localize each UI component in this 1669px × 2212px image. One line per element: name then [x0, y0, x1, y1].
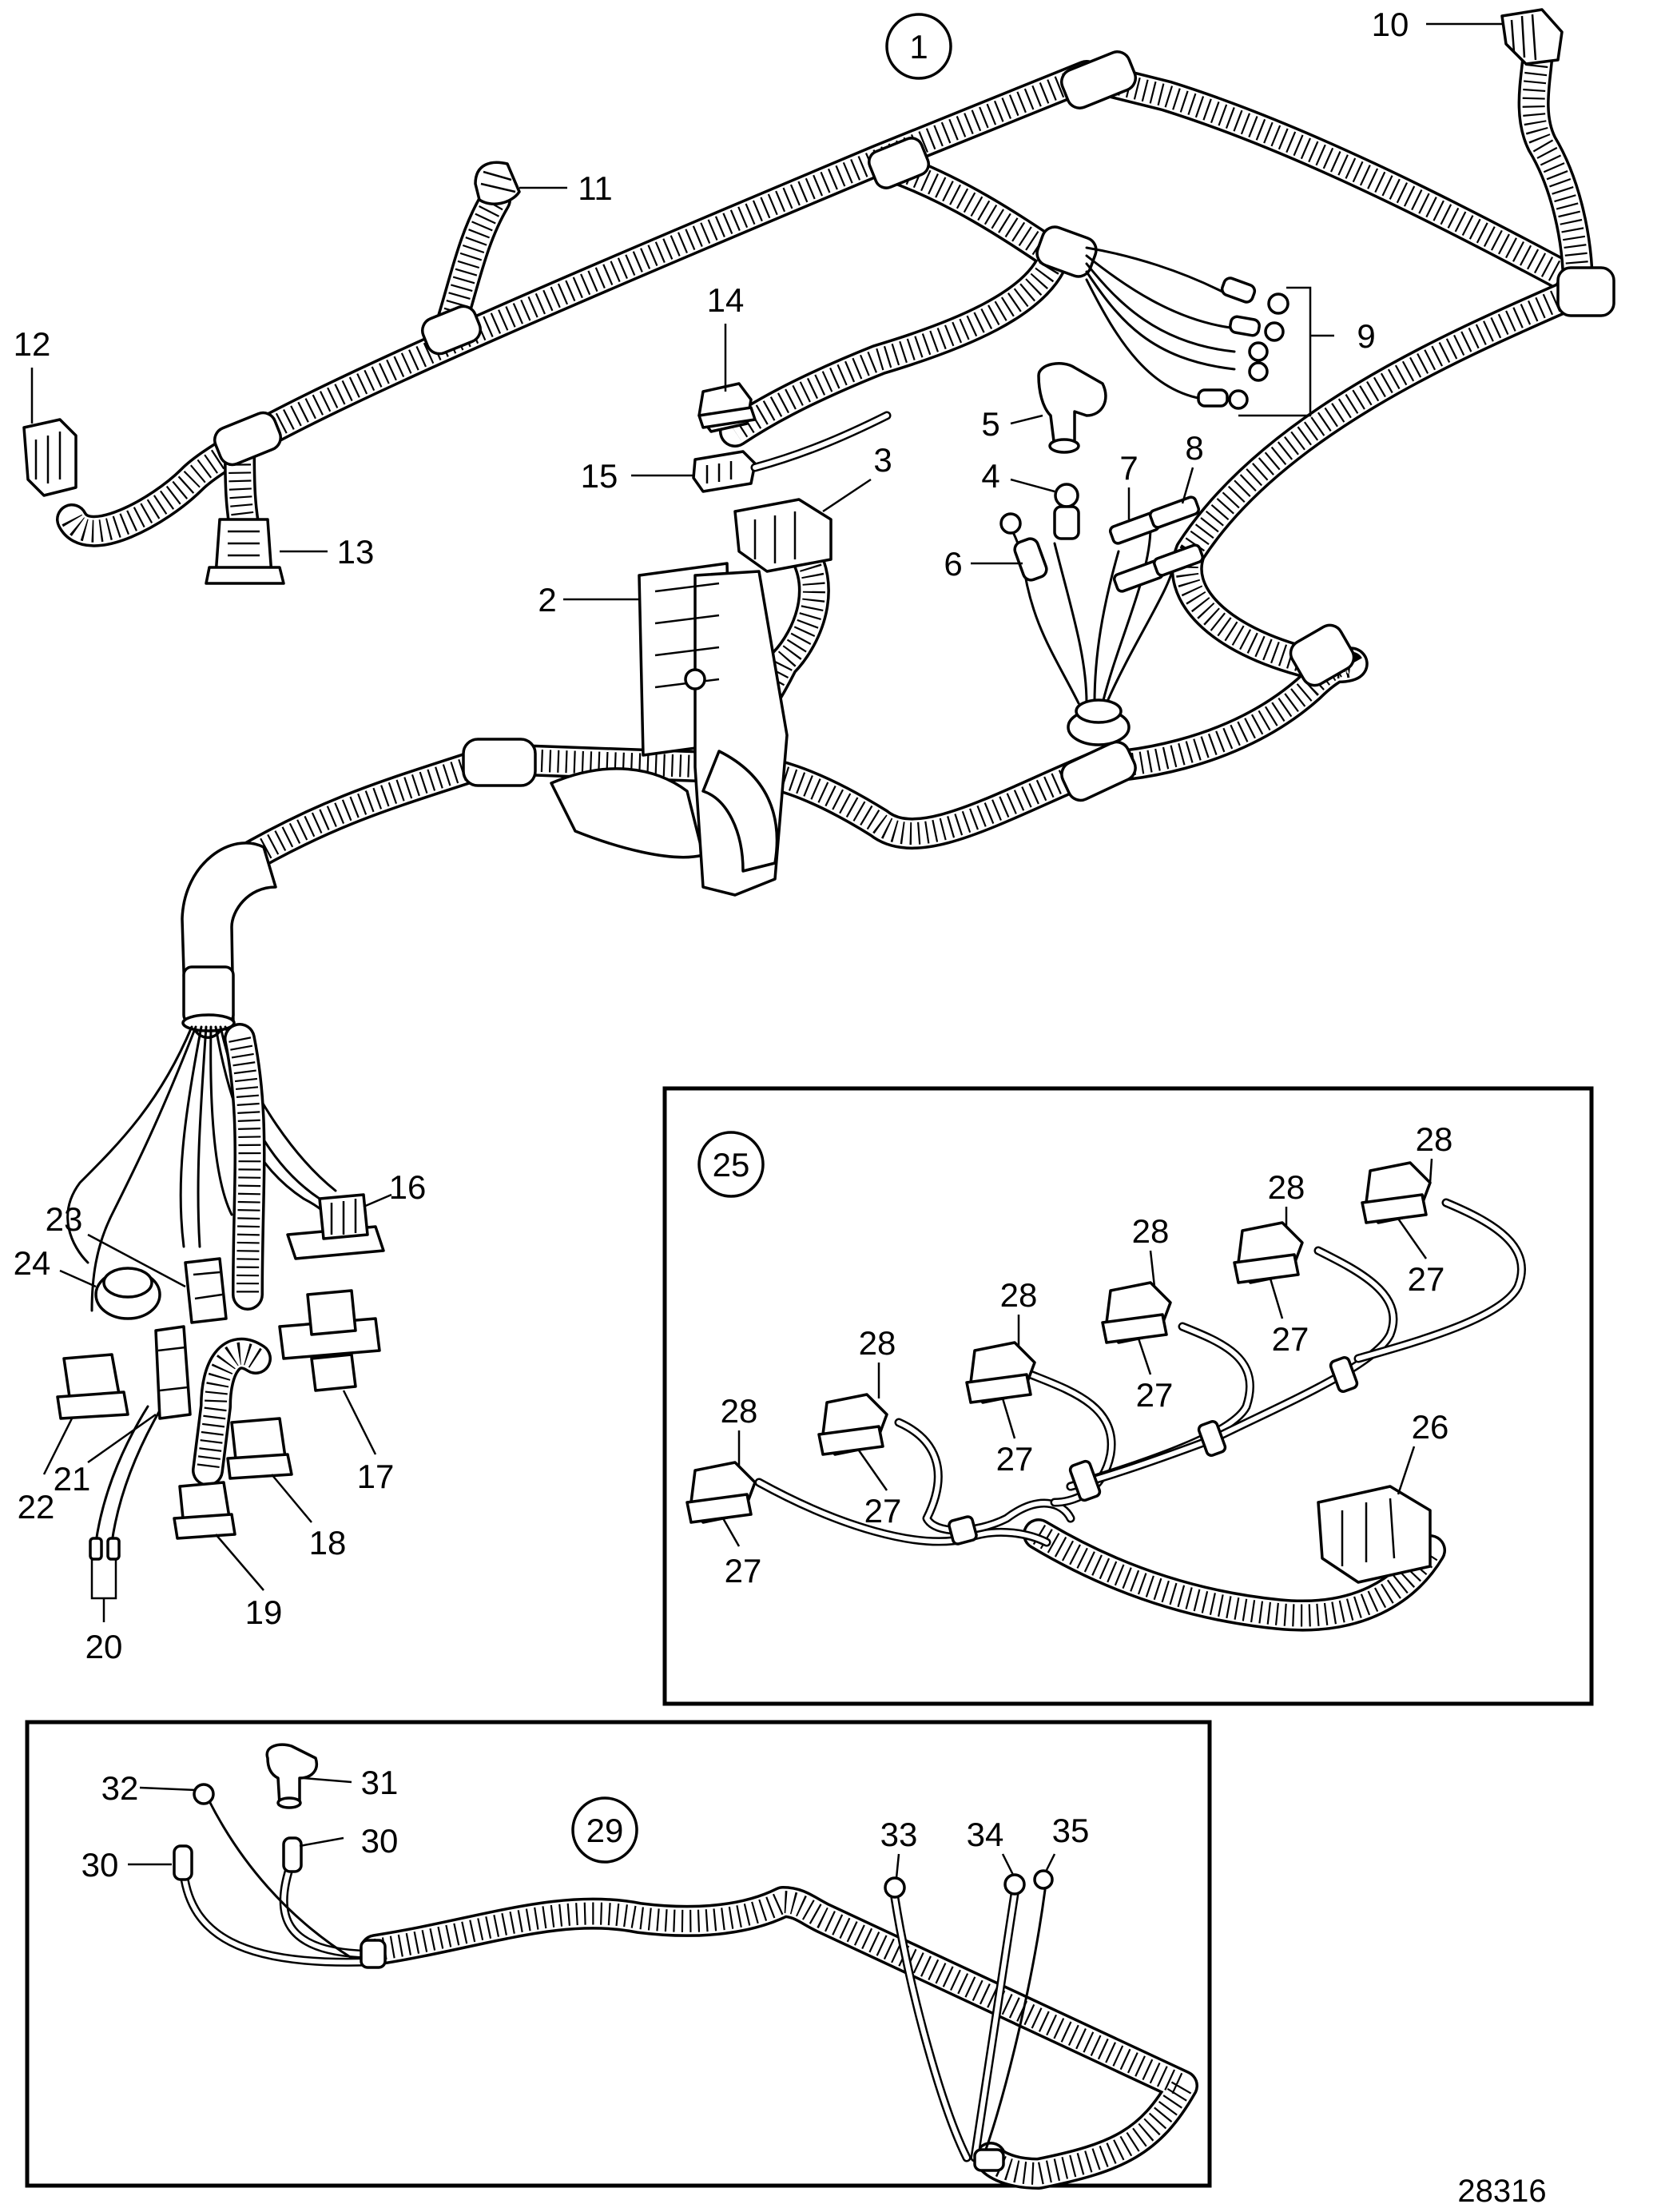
main-harness	[22, 8, 1615, 1561]
callout-circle-1: 1	[885, 13, 952, 80]
callout-27: 27	[864, 1492, 902, 1530]
callout-labels: 10 11 12 13 14 15 2 3 5 4 6 7 8 9 16 17 …	[14, 6, 1453, 1884]
connector-14	[697, 382, 757, 433]
callout-circle-25: 25	[697, 1131, 765, 1198]
callout-27: 27	[1272, 1320, 1309, 1358]
callout-28: 28	[1416, 1120, 1453, 1158]
callout-15: 15	[581, 457, 618, 495]
callout-16: 16	[389, 1168, 427, 1206]
connector-12	[22, 418, 77, 497]
callout-30: 30	[81, 1846, 119, 1884]
injector-harness-25	[685, 1161, 1526, 1632]
connector-21	[154, 1325, 192, 1420]
connector-26	[1317, 1485, 1432, 1584]
terminals-4-8	[999, 362, 1205, 746]
callout-26: 26	[1412, 1408, 1449, 1446]
connector-24	[94, 1267, 161, 1320]
ring-terminals-9	[1085, 246, 1290, 410]
callout-circle-29: 29	[571, 1796, 638, 1864]
connector-3	[733, 498, 833, 573]
injector-connector-3	[965, 1341, 1036, 1404]
callout-13: 13	[337, 533, 375, 571]
callout-1: 1	[909, 28, 928, 66]
connector-11	[474, 161, 521, 205]
callout-4: 4	[981, 457, 999, 495]
callout-6: 6	[944, 545, 962, 583]
callout-24: 24	[14, 1244, 51, 1282]
callout-3: 3	[873, 441, 892, 479]
connector-13	[205, 518, 285, 585]
connector-18	[226, 1417, 293, 1480]
callout-10: 10	[1372, 6, 1409, 43]
callout-11: 11	[578, 169, 613, 207]
callout-22: 22	[18, 1488, 55, 1526]
connector-17	[278, 1289, 381, 1392]
connector-15	[692, 411, 892, 493]
leader-lines	[30, 22, 1502, 1879]
callout-17: 17	[357, 1458, 395, 1495]
injector-connector-1	[685, 1461, 757, 1524]
battery-cable-harness-29	[173, 1743, 1198, 2190]
callout-8: 8	[1185, 429, 1203, 467]
connector-16	[286, 1193, 385, 1260]
callout-20: 20	[85, 1628, 123, 1665]
callout-25: 25	[713, 1146, 750, 1184]
callout-28: 28	[1132, 1212, 1170, 1250]
ecu-connector	[638, 562, 789, 897]
callout-30: 30	[361, 1822, 399, 1860]
callout-27: 27	[996, 1440, 1034, 1478]
callout-19: 19	[245, 1593, 283, 1631]
callout-7: 7	[1119, 449, 1138, 487]
injector-connector-2	[817, 1393, 888, 1456]
connector-22	[56, 1353, 129, 1420]
callout-28: 28	[721, 1392, 758, 1430]
callout-14: 14	[707, 281, 745, 319]
callout-18: 18	[309, 1524, 347, 1562]
inset-frame-25	[662, 1086, 1594, 1706]
figure-reference-number: 28316	[1457, 2174, 1546, 2209]
callout-32: 32	[101, 1769, 139, 1807]
connector-10	[1500, 8, 1564, 66]
callout-33: 33	[880, 1816, 918, 1853]
callout-2: 2	[538, 581, 556, 619]
callout-27: 27	[1408, 1260, 1445, 1298]
callout-5: 5	[981, 405, 999, 443]
lower-wire-fan	[66, 1023, 337, 1544]
callout-28: 28	[859, 1324, 896, 1362]
callout-35: 35	[1052, 1812, 1090, 1849]
callout-29: 29	[586, 1812, 624, 1849]
callout-9: 9	[1357, 317, 1375, 355]
terminals-20	[89, 1537, 121, 1561]
callout-27: 27	[725, 1552, 762, 1589]
callout-27: 27	[1136, 1376, 1174, 1414]
callout-23: 23	[46, 1200, 83, 1238]
callout-31: 31	[361, 1764, 399, 1801]
connector-23	[184, 1257, 228, 1324]
callout-28: 28	[1000, 1276, 1038, 1314]
injector-connector-4	[1101, 1281, 1172, 1344]
connector-19	[173, 1481, 236, 1540]
callout-12: 12	[14, 325, 51, 363]
callout-28: 28	[1268, 1168, 1305, 1206]
injector-connector-6	[1361, 1161, 1432, 1224]
callout-21: 21	[54, 1460, 91, 1498]
callout-34: 34	[967, 1816, 1004, 1853]
inset-frame-29	[25, 1720, 1212, 2188]
injector-connector-5	[1233, 1221, 1304, 1284]
